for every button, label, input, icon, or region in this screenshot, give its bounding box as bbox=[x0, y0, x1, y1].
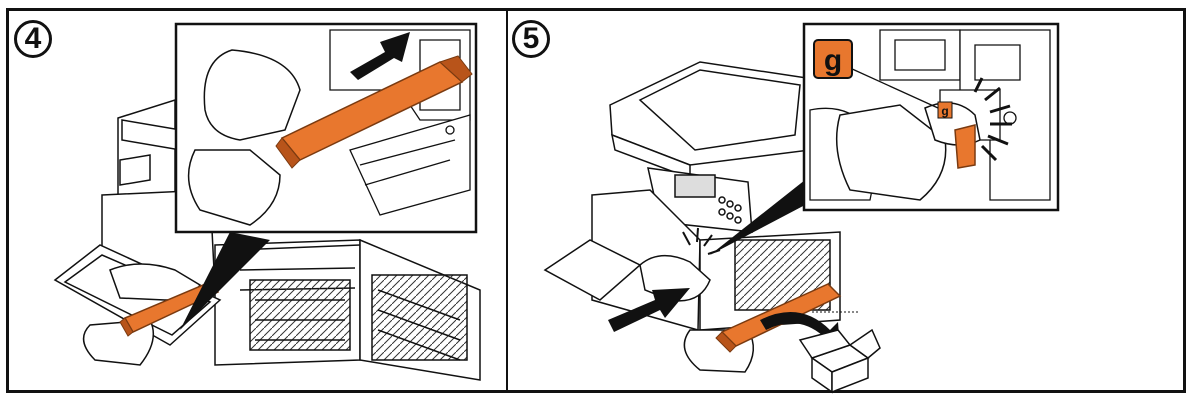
insert-arrow-icon bbox=[350, 32, 410, 80]
disposal-box bbox=[798, 328, 881, 394]
snap-lines bbox=[973, 77, 1012, 162]
zoom-inset-step-5: g bbox=[710, 22, 1060, 255]
step-5-illustration: g bbox=[543, 22, 1060, 394]
part-label-small: g bbox=[941, 104, 948, 118]
step-4-illustration bbox=[53, 22, 481, 381]
step-number-4: 4 bbox=[14, 20, 52, 58]
step-divider bbox=[506, 11, 508, 390]
step-number-5: 5 bbox=[512, 20, 550, 58]
push-arrow-icon bbox=[608, 288, 690, 332]
zoom-inset-step-4 bbox=[174, 22, 478, 330]
callout-badge-label: g bbox=[824, 44, 842, 77]
callout-badge: g bbox=[813, 39, 853, 79]
toner-cartridge-inset bbox=[275, 55, 473, 169]
